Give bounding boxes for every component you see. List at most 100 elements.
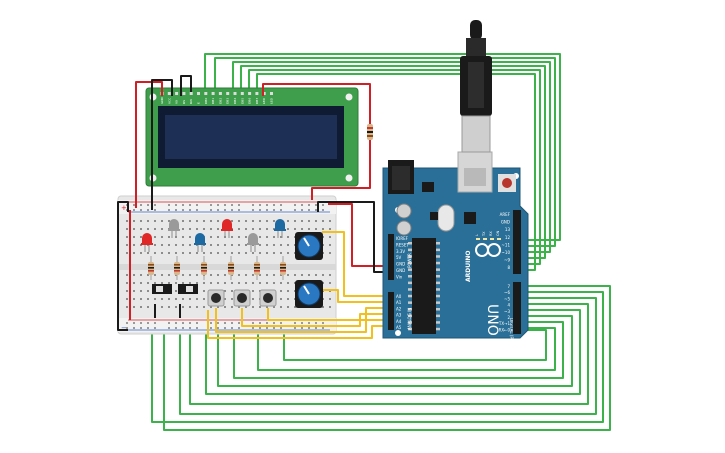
wire-lcd-d12[interactable] — [204, 53, 561, 241]
wire-a5[interactable] — [207, 310, 390, 339]
atmega-chip — [412, 238, 436, 334]
wire-lcd-rw[interactable] — [180, 75, 192, 96]
lcd-pin-label: DB1 — [211, 98, 215, 104]
wire-btn2-a3[interactable] — [241, 308, 390, 327]
wire-lcd-gnd[interactable] — [151, 79, 173, 210]
pin-label: TX→1 — [498, 321, 511, 326]
led-icon[interactable] — [194, 233, 206, 252]
wire-arduino-gnd[interactable] — [317, 201, 390, 273]
lcd-pin-label: LED — [262, 97, 266, 104]
pin-label: ~9 — [504, 258, 510, 263]
lcd-pin-label: VCC — [167, 98, 171, 104]
pin-label: IOREF — [396, 236, 409, 241]
wire-btn3-a4[interactable] — [267, 308, 390, 321]
power-header-label: POWER — [407, 253, 412, 268]
wire-rail-left-black[interactable] — [117, 201, 129, 331]
wire-arduino-5v[interactable] — [328, 203, 390, 267]
potentiometer-icon[interactable] — [295, 280, 323, 308]
potentiometer-icon[interactable] — [295, 232, 323, 260]
board-led-label: RX — [489, 231, 493, 236]
rail-plus-label: + — [121, 204, 127, 212]
pin-label: 13 — [505, 227, 511, 232]
lcd-pin-label: LED — [270, 97, 274, 104]
led-row[interactable] — [141, 219, 286, 252]
wiring-layer — [151, 53, 611, 431]
slide-switch-2[interactable] — [178, 284, 198, 294]
wire-bb-d7[interactable] — [163, 285, 611, 431]
board-led-label: ON — [496, 230, 500, 236]
lcd-pin-label: V0 — [175, 100, 179, 104]
signal-wiring — [207, 231, 390, 339]
wire-bb-d6[interactable] — [151, 291, 604, 423]
led-icon[interactable] — [247, 233, 259, 252]
lcd-pin-label: RS — [182, 100, 186, 104]
wire-bb-d3[interactable] — [205, 309, 581, 395]
wire-pot1-a0[interactable] — [322, 231, 390, 297]
pushbutton-icon[interactable] — [233, 289, 251, 307]
pin-label: GND — [501, 220, 510, 225]
wire-lcd-d9[interactable] — [240, 65, 546, 259]
resistor-icon[interactable] — [254, 256, 260, 280]
pin-label: Vin — [396, 274, 403, 279]
pin-label: RESET — [396, 242, 409, 247]
analog-header-label: ANALOG IN — [407, 308, 412, 330]
lcd-pin-label: E — [197, 102, 201, 104]
resistor-icon[interactable] — [201, 256, 207, 280]
pin-label: ~10 — [502, 250, 511, 255]
pin-label: 5V — [396, 255, 402, 260]
wire-bb-d0[interactable] — [257, 318, 556, 371]
lcd-pin-label: DB5 — [240, 98, 244, 104]
lcd-pin-label: DB6 — [248, 98, 252, 104]
resistor-row[interactable] — [148, 256, 286, 280]
led-icon[interactable] — [168, 219, 180, 238]
arduino-uno-board[interactable]: ARDUINO UNO POWER ANALOG IN DIGITAL (PWM… — [382, 151, 529, 352]
pin-label: 2 — [507, 315, 510, 320]
pin-label: AREF — [500, 212, 511, 217]
wire-bb-d4[interactable] — [189, 303, 589, 405]
pin-label: A1 — [396, 300, 402, 305]
board-led-label: L — [475, 234, 479, 236]
pin-label: 7 — [507, 284, 510, 289]
pin-label: 4 — [507, 303, 510, 308]
wire-lcd-vcc[interactable] — [135, 81, 163, 208]
resistor-icon[interactable] — [174, 256, 180, 280]
rail-minus-label: − — [121, 324, 127, 332]
usb-cable-icon[interactable] — [460, 20, 492, 153]
wire-pot2-a1[interactable] — [322, 289, 390, 303]
wire-bb-d2[interactable] — [217, 315, 573, 387]
wire-lcd-d7[interactable] — [256, 73, 536, 271]
resistor-icon[interactable] — [148, 256, 154, 280]
pin-label: GND — [396, 262, 405, 267]
resistor-icon[interactable] — [228, 256, 234, 280]
slide-switch-1[interactable] — [152, 284, 172, 294]
lcd-pin-label: DB3 — [226, 98, 230, 104]
wire-bb-d1[interactable] — [233, 318, 564, 379]
pin-label: A5 — [396, 325, 402, 330]
lcd-pin-label: RW — [189, 99, 193, 104]
arduino-brand-label: ARDUINO — [465, 251, 472, 282]
lcd-pin-label: DB7 — [255, 98, 259, 104]
wire-btn1-a2[interactable] — [215, 307, 390, 333]
resistor-icon[interactable] — [280, 256, 286, 280]
lcd-pin-label: DB0 — [204, 98, 208, 104]
wire-bb-d5[interactable] — [179, 297, 597, 415]
lcd-pin-label: GND — [160, 96, 164, 104]
led-icon[interactable] — [221, 219, 233, 238]
pushbutton-icon[interactable] — [207, 289, 225, 307]
pin-label: A3 — [396, 313, 402, 318]
led-icon[interactable] — [141, 233, 153, 252]
led-icon[interactable] — [274, 219, 286, 238]
pin-label: ~3 — [504, 309, 510, 314]
pin-label: ~5 — [504, 296, 510, 301]
resistor-icon[interactable] — [367, 124, 373, 140]
wire-bb-extra[interactable] — [283, 318, 547, 361]
arduino-model-label: UNO — [484, 304, 500, 336]
pin-label: A0 — [396, 294, 402, 299]
pushbutton-icon[interactable] — [259, 289, 277, 307]
pushbutton-row[interactable] — [207, 289, 277, 307]
